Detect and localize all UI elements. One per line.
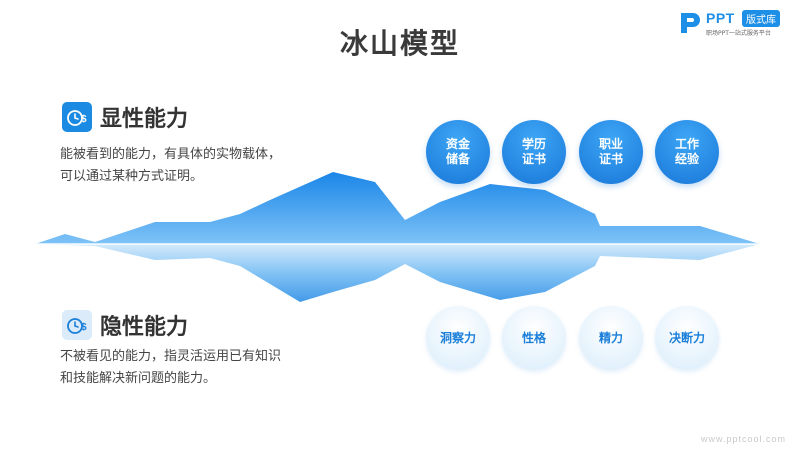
implicit-desc-line-1: 不被看见的能力，指灵活运用已有知识 [60, 349, 282, 364]
implicit-description: 不被看见的能力，指灵活运用已有知识 和技能解决新问题的能力。 [60, 346, 281, 390]
implicit-item-energy: 精力 [579, 306, 643, 370]
logo-tagline: 职场PPT一站式服务平台 [706, 30, 771, 37]
page-title: 冰山模型 [339, 27, 460, 60]
explicit-item-professional-cert: 职业证书 [579, 120, 643, 184]
svg-text:$: $ [81, 114, 87, 125]
logo-badge: 版式库 [742, 10, 780, 27]
implicit-heading: 隐性能力 [100, 315, 189, 340]
implicit-desc-line-2: 和技能解决新问题的能力。 [60, 371, 217, 386]
brand-logo[interactable]: PPT 版式库 职场PPT一站式服务平台 [678, 8, 790, 38]
explicit-desc-line-2: 可以通过某种方式证明。 [60, 169, 204, 184]
explicit-item-funds: 资金储备 [426, 120, 490, 184]
implicit-item-insight: 洞察力 [426, 306, 490, 370]
ppt-logo-icon [681, 13, 700, 33]
implicit-item-character: 性格 [502, 306, 566, 370]
iceberg-mountain-graphic [35, 172, 760, 302]
explicit-item-work-experience: 工作经验 [655, 120, 719, 184]
explicit-desc-line-1: 能被看到的能力，有具体的实物载体， [60, 147, 282, 162]
explicit-item-degree: 学历证书 [502, 120, 566, 184]
explicit-description: 能被看到的能力，有具体的实物载体， 可以通过某种方式证明。 [60, 144, 281, 188]
explicit-heading: 显性能力 [100, 107, 189, 132]
implicit-item-decisiveness: 决断力 [655, 306, 719, 370]
clock-dollar-icon: $ [62, 102, 92, 132]
clock-dollar-icon: $ [62, 310, 92, 340]
svg-text:$: $ [81, 322, 87, 333]
logo-brand-text: PPT [706, 10, 735, 26]
footer-url: www.pptcool.com [700, 434, 786, 444]
